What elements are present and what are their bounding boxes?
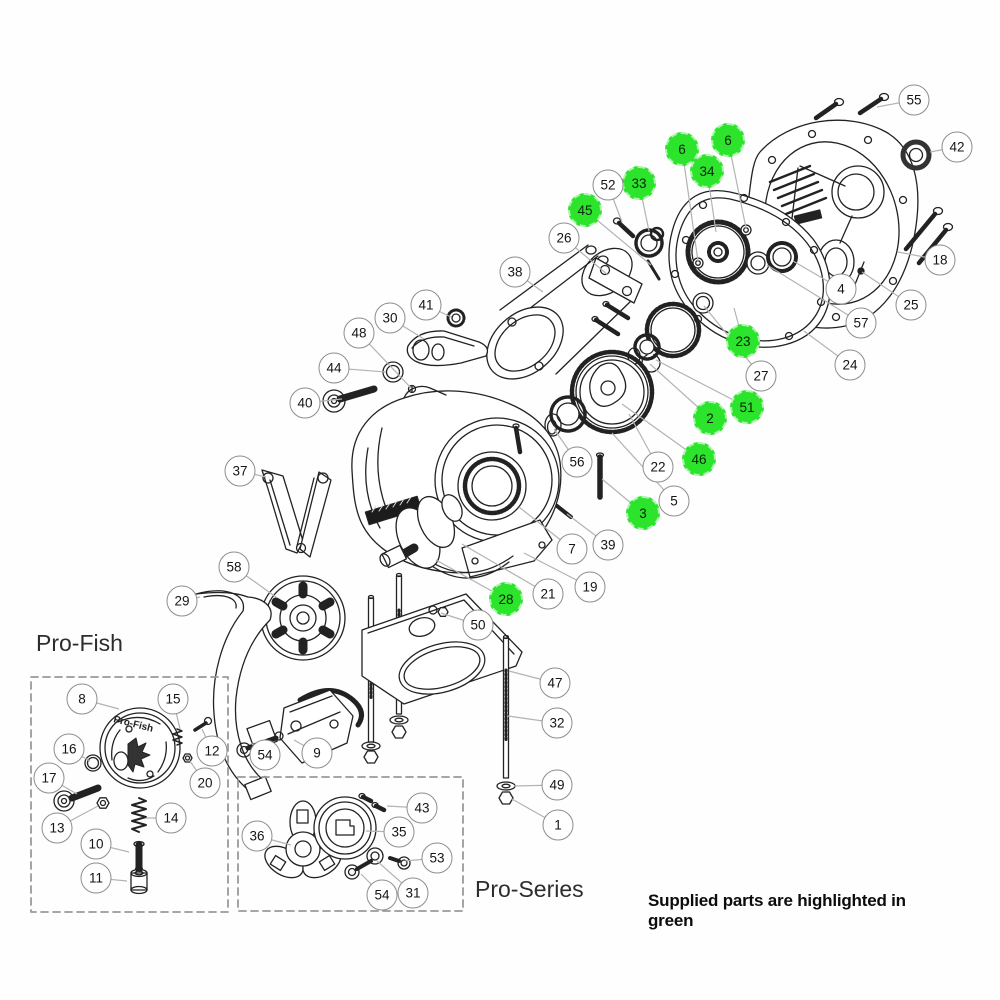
callout-37-34: 37 — [224, 455, 256, 487]
callout-44-32: 44 — [318, 352, 350, 384]
callout-11-51: 11 — [80, 862, 112, 894]
callout-19-18: 19 — [574, 571, 606, 603]
callout-38-28: 38 — [499, 256, 531, 288]
callout-57-5: 57 — [845, 307, 877, 339]
pro-series-label: Pro-Series — [475, 876, 584, 902]
callout-41-29: 41 — [410, 289, 442, 321]
callout-8-42: 8 — [66, 683, 98, 715]
callout-50-37: 50 — [462, 609, 494, 641]
seal-drawing — [900, 139, 932, 171]
motor-drawing — [486, 244, 643, 380]
callout-6-22-supplied: 6 — [711, 123, 745, 157]
callout-49-40: 49 — [541, 769, 573, 801]
callout-26-27: 26 — [548, 222, 580, 254]
callout-30-30: 30 — [374, 302, 406, 334]
callout-10-50: 10 — [80, 828, 112, 860]
callout-24-6: 24 — [834, 349, 866, 381]
callout-34-23-supplied: 34 — [690, 154, 724, 188]
pro-fish-box-drawing — [30, 676, 229, 913]
callout-40-33: 40 — [289, 387, 321, 419]
callout-12-44: 12 — [196, 735, 228, 767]
callout-7-17: 7 — [556, 533, 588, 565]
callout-42-1: 42 — [941, 131, 973, 163]
supplied-parts-note: Supplied parts are highlighted in green — [648, 891, 906, 930]
callout-51-9-supplied: 51 — [730, 390, 764, 424]
callout-36-54: 36 — [241, 820, 273, 852]
v-bracket-drawing — [261, 469, 332, 558]
callout-54-59: 54 — [366, 879, 398, 911]
clutch-lever-drawing — [322, 308, 489, 413]
callout-53-57: 53 — [421, 842, 453, 874]
callout-47-38: 47 — [539, 667, 571, 699]
spool-drawing — [260, 575, 346, 661]
callout-14-49: 14 — [155, 802, 187, 834]
callout-39-16: 39 — [592, 529, 624, 561]
callout-15-43: 15 — [157, 683, 189, 715]
callout-25-3: 25 — [895, 289, 927, 321]
callout-28-20-supplied: 28 — [489, 582, 523, 616]
callout-5-13: 5 — [658, 485, 690, 517]
callout-4-4: 4 — [825, 273, 857, 305]
callout-43-55: 43 — [406, 792, 438, 824]
callout-29-36: 29 — [166, 585, 198, 617]
pin-and-bearing-drawing — [612, 217, 665, 281]
pro-fish-label: Pro-Fish — [36, 630, 123, 656]
callout-16-46: 16 — [53, 733, 85, 765]
callout-20-45: 20 — [189, 767, 221, 799]
callout-9-53: 9 — [301, 737, 333, 769]
callout-22-12: 22 — [642, 451, 674, 483]
arm-drawing — [195, 590, 272, 801]
callout-13-48: 13 — [41, 812, 73, 844]
callout-32-39: 32 — [541, 707, 573, 739]
callout-27-7: 27 — [745, 360, 777, 392]
callout-48-31: 48 — [343, 317, 375, 349]
disc-35 — [313, 796, 377, 860]
callout-21-19: 21 — [532, 578, 564, 610]
pro-series-box-drawing — [237, 776, 464, 912]
callout-58-35: 58 — [218, 551, 250, 583]
callout-54-52: 54 — [249, 739, 281, 771]
callout-17-47: 17 — [33, 762, 65, 794]
callout-18-2: 18 — [924, 244, 956, 276]
callout-55-0: 55 — [898, 84, 930, 116]
callout-3-14-supplied: 3 — [626, 496, 660, 530]
callout-35-56: 35 — [383, 816, 415, 848]
callout-46-11-supplied: 46 — [682, 442, 716, 476]
callout-56-15: 56 — [561, 446, 593, 478]
callout-31-58: 31 — [397, 877, 429, 909]
callout-23-8-supplied: 23 — [726, 324, 760, 358]
callout-1-41: 1 — [542, 809, 574, 841]
callout-45-26-supplied: 45 — [568, 193, 602, 227]
callout-33-24-supplied: 33 — [622, 166, 656, 200]
callout-2-10-supplied: 2 — [693, 401, 727, 435]
main-housing-drawing — [351, 385, 562, 579]
callout-52-25: 52 — [592, 169, 624, 201]
